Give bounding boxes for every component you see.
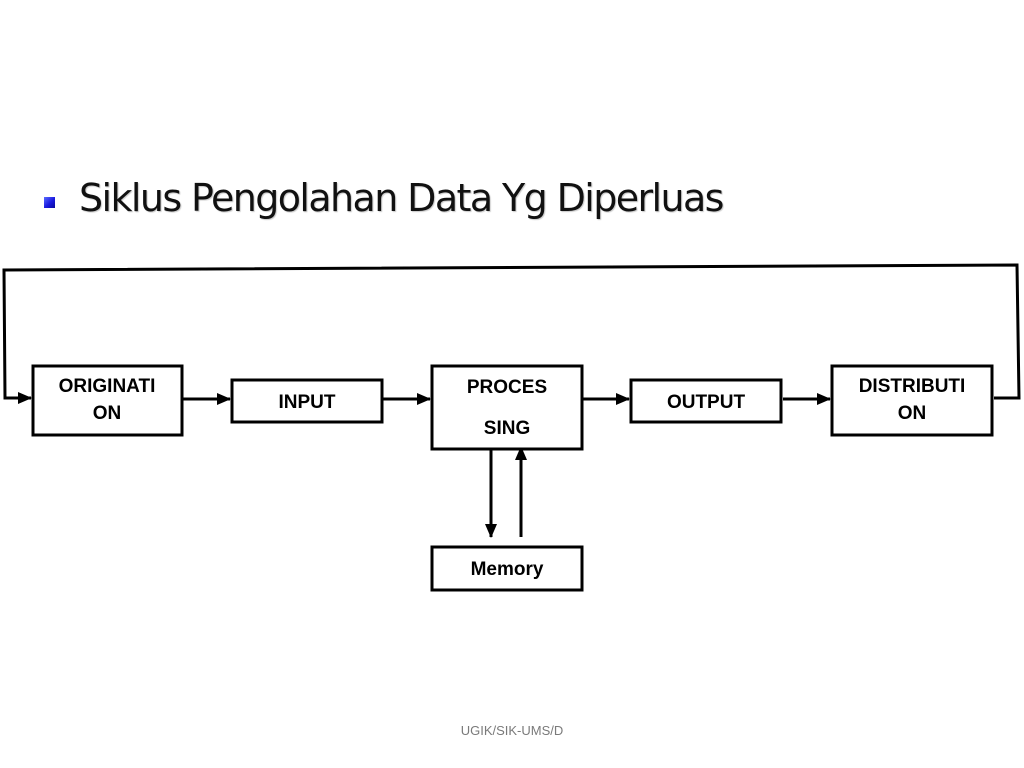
node-output-label: OUTPUT [667, 392, 746, 413]
node-distribution: DISTRIBUTI ON [830, 364, 994, 437]
title-text: Siklus Pengolahan Data Yg Diperluas [79, 176, 724, 220]
node-origination: ORIGINATI ON [31, 364, 184, 437]
node-memory-label: Memory [471, 559, 544, 580]
node-processing-line2: SING [484, 418, 530, 439]
node-input-label: INPUT [279, 392, 336, 413]
node-input: INPUT [230, 378, 384, 424]
node-processing-line1: PROCES [467, 377, 547, 398]
node-distribution-line1: DISTRIBUTI [859, 376, 966, 397]
square-bullet-icon [44, 196, 55, 208]
node-origination-line2: ON [93, 403, 122, 424]
node-processing: PROCES SING [430, 364, 584, 451]
node-output: OUTPUT [629, 378, 783, 424]
node-distribution-line2: ON [898, 403, 927, 424]
node-origination-line1: ORIGINATI [59, 376, 156, 397]
feedback-loop-line [2, 263, 1021, 404]
slide-title: Siklus Pengolahan Data Yg Diperluas [44, 170, 724, 226]
slide-footer: UGIK/SIK-UMS/D [460, 723, 564, 738]
node-memory: Memory [430, 545, 584, 592]
